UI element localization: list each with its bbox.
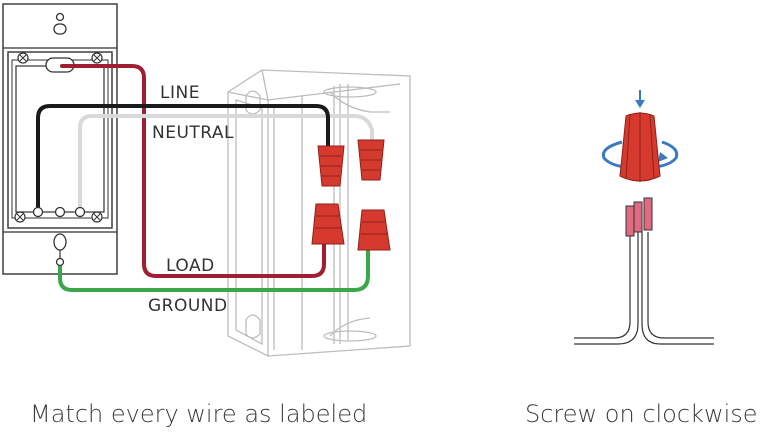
ground-wire [58,246,370,292]
line-wire [60,64,326,278]
down-arrow-icon [635,90,645,108]
wire-nut-large-icon [619,112,661,182]
caption-match-wires: Match every wire as labeled [30,400,368,428]
stripped-wires [574,197,714,345]
black-wire [36,104,330,214]
label-neutral: NEUTRAL [152,123,234,143]
wires [36,64,374,292]
junction-box [227,69,411,358]
wire-nut-icon [311,139,391,251]
neutral-wire [78,114,374,214]
switch-device [2,3,118,275]
label-ground: GROUND [148,296,228,316]
terminal-screws [32,206,86,267]
label-load: LOAD [166,256,215,276]
caption-screw-clockwise: Screw on clockwise [525,400,758,428]
label-line: LINE [160,83,200,103]
